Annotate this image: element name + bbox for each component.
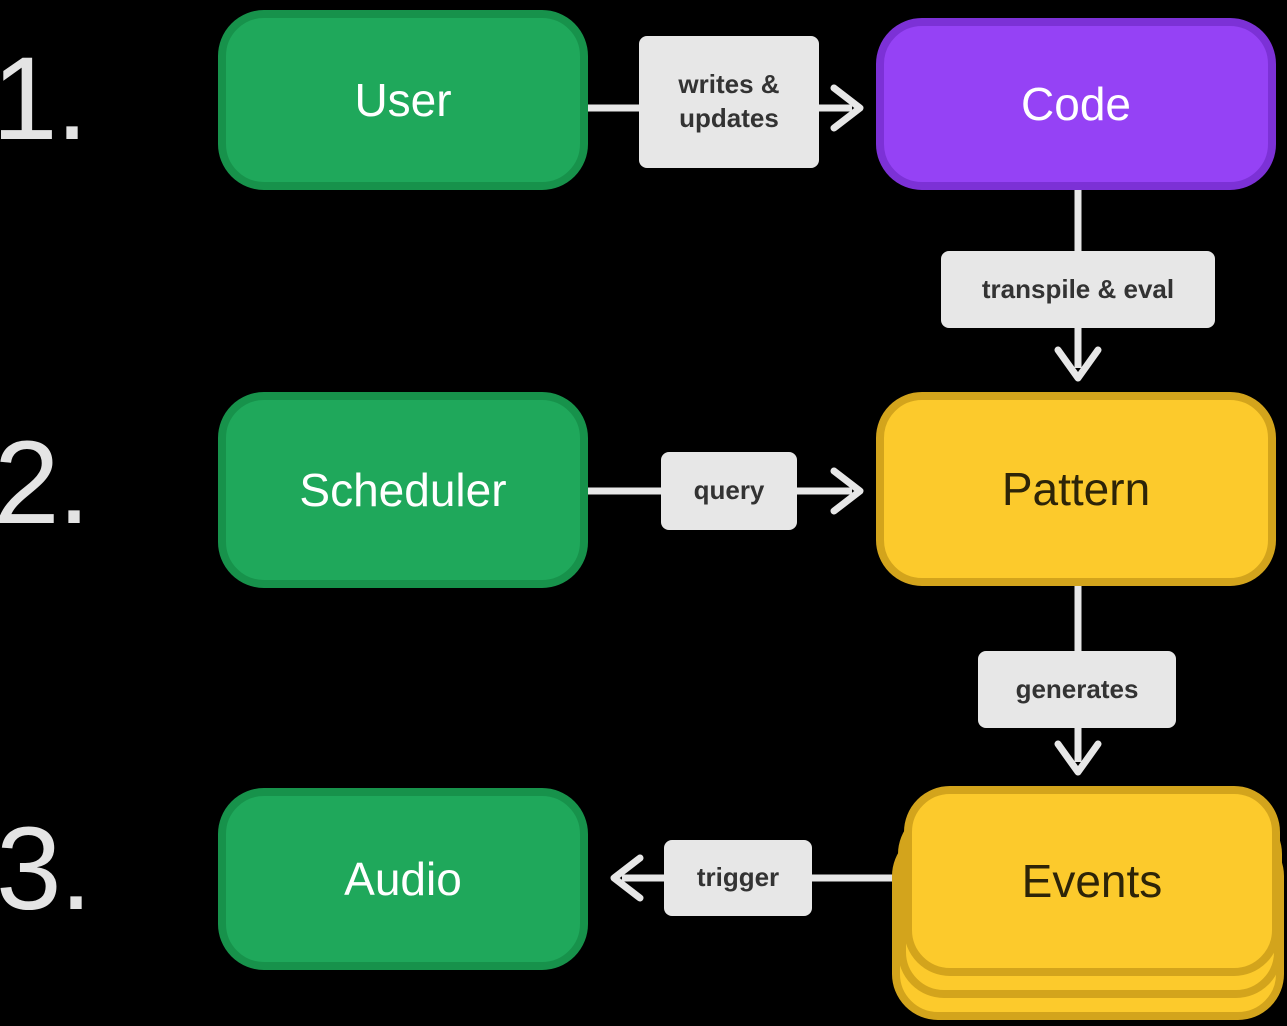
node-scheduler[interactable]: Scheduler <box>218 392 588 588</box>
node-events[interactable]: Events <box>876 786 1287 1026</box>
node-scheduler-label: Scheduler <box>299 464 507 516</box>
edge-label-generates: generates <box>978 651 1176 728</box>
node-events-layer-front: Events <box>904 786 1280 976</box>
node-user[interactable]: User <box>218 10 588 190</box>
node-pattern[interactable]: Pattern <box>876 392 1276 586</box>
step-number-2: 2. <box>0 417 90 549</box>
node-pattern-label: Pattern <box>1001 463 1151 515</box>
node-audio-label: Audio <box>344 853 462 905</box>
node-user-label: User <box>354 74 452 126</box>
edge-label-trigger: trigger <box>664 840 812 916</box>
node-audio[interactable]: Audio <box>218 788 588 970</box>
node-events-label: Events <box>1021 855 1163 907</box>
node-code[interactable]: Code <box>876 18 1276 190</box>
step-number-1: 1. <box>0 33 88 165</box>
edge-label-transpile-eval: transpile & eval <box>941 251 1215 328</box>
node-code-label: Code <box>1021 78 1131 130</box>
edge-label-writes-updates: writes & updates <box>639 36 819 168</box>
step-number-3: 3. <box>0 803 92 935</box>
edge-label-query: query <box>661 452 797 530</box>
